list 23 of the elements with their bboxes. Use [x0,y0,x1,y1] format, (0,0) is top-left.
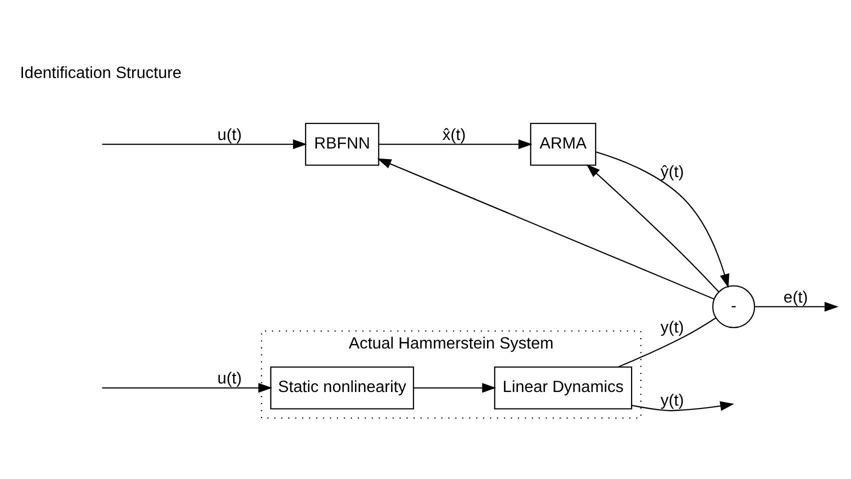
arrow [755,301,839,312]
edge-label: u(t) [217,125,242,144]
node-box: Static nonlinearity [270,366,414,409]
arrow [378,138,532,149]
arrow [102,138,307,149]
label: Identification Structure [20,63,182,82]
edge-label: x̂(t) [442,125,466,144]
edge-label: u(t) [217,369,242,388]
connector [618,316,716,368]
arrow [632,400,734,411]
edge-label: ŷ(t) [660,162,684,181]
edge-label: y(t) [660,391,684,410]
node-box: Linear Dynamics [494,366,632,409]
node-circle: - [712,284,756,328]
node-box: ARMA [530,122,596,166]
edge-label: y(t) [660,318,684,336]
arrow [414,382,496,392]
arrow [586,164,720,292]
arrow [377,158,714,300]
arrow [102,382,272,392]
edge-label: e(t) [784,288,808,306]
node-box: RBFNN [305,122,380,166]
arrow [596,150,730,288]
